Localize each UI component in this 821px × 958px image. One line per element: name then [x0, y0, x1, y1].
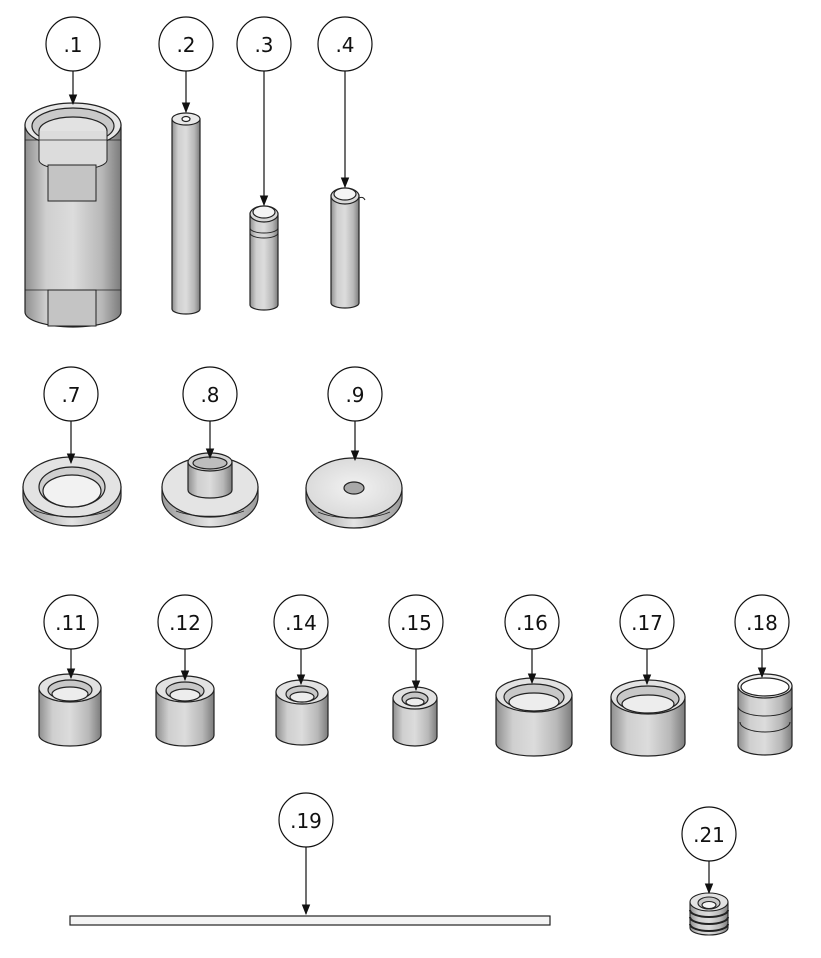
balloon-callout: .17: [619, 594, 675, 686]
balloon-label: .16: [516, 611, 548, 635]
balloon-label: .19: [290, 809, 322, 833]
part-14-bushing: [275, 679, 329, 746]
balloon-callout: .8: [182, 366, 238, 460]
balloon-label: .9: [345, 383, 364, 407]
balloon-label: .21: [693, 823, 725, 847]
balloon-label: .14: [285, 611, 317, 635]
balloon-callout: .21: [681, 806, 737, 895]
part-2-long-pin: [171, 112, 201, 315]
balloon-label: .2: [176, 33, 195, 57]
part-15-bushing: [392, 686, 438, 747]
part-9-disk: [305, 457, 403, 529]
balloon-label: .12: [169, 611, 201, 635]
balloon-callout: .18: [734, 594, 790, 679]
balloon-label: .1: [63, 33, 82, 57]
balloon-label: .7: [61, 383, 80, 407]
balloon-label: .17: [631, 611, 663, 635]
balloon-callout: .11: [43, 594, 99, 680]
part-7-ring: [22, 456, 122, 527]
part-11-bushing: [38, 673, 102, 747]
part-21-insert: [689, 892, 729, 936]
part-17-bushing: [610, 679, 686, 757]
balloon-callout: .15: [388, 594, 444, 692]
part-1-sleeve: [24, 102, 122, 328]
balloon-label: .15: [400, 611, 432, 635]
part-16-bushing: [495, 677, 573, 757]
balloon-label: .4: [335, 33, 354, 57]
balloon-callout: .1: [45, 16, 101, 106]
balloon-callout: .4: [317, 16, 373, 189]
balloon-callout: .14: [273, 594, 329, 686]
part-4-pin: [330, 187, 366, 309]
balloon-label: .11: [55, 611, 87, 635]
balloon-callout: .3: [236, 16, 292, 207]
balloon-callout: .7: [43, 366, 99, 465]
balloon-callout: .16: [504, 594, 560, 685]
part-18-sleeve: [737, 673, 793, 756]
part-8-flanged-bushing: [161, 452, 259, 528]
balloon-callout: .2: [158, 16, 214, 114]
balloon-callout: .19: [278, 792, 334, 916]
balloon-callout: .12: [157, 594, 213, 682]
part-3-short-pin: [249, 205, 279, 311]
part-12-bushing: [155, 675, 215, 747]
balloon-label: .3: [254, 33, 273, 57]
balloon-label: .18: [746, 611, 778, 635]
balloon-label: .8: [200, 383, 219, 407]
balloon-callout: .9: [327, 366, 383, 462]
part-19-rod: [69, 915, 551, 926]
